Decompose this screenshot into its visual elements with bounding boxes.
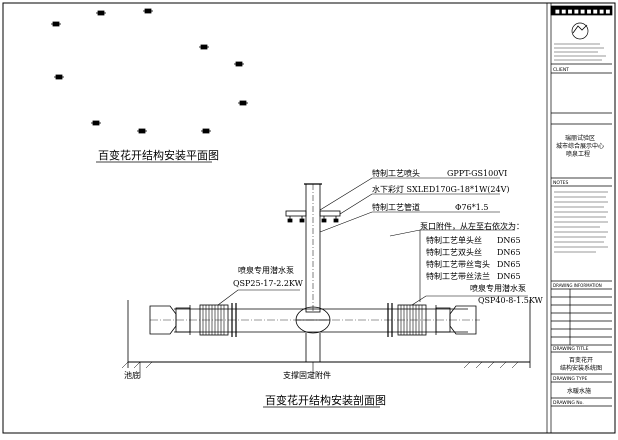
right-pump-model: QSP40-8-1.5KW [478,296,544,305]
fitting-name: 特制工艺带丝法兰 [426,271,490,281]
support-label: 支撑固定附件 [283,370,331,380]
notes-label: NOTES [553,180,569,186]
leader-lines [139,177,528,378]
fitting-size: DN65 [497,260,521,269]
pool-bottom-label: 池底 [124,370,140,380]
nozzle-symbol [143,8,153,14]
drawing-type-value: 水暖水施 [567,387,591,395]
fitting-name: 特制工艺单头丝 [426,235,482,245]
nozzle-symbol [201,128,211,134]
title-block [546,3,613,433]
fitting-size: DN65 [497,272,521,281]
drawing-title-label: DRAWING TITLE [553,346,589,352]
fitting-size: DN65 [497,248,521,257]
nozzle-symbol [54,74,64,80]
pipe-callout: 特制工艺管道 [372,202,420,212]
nozzle-symbol [238,100,248,106]
light-callout: 水下彩灯 SXLED170G-18*1W(24V) [372,184,510,194]
title-block-banner: ■ ■ ■ ■ ■ ■ ■ ■ ■ [555,9,611,15]
pool-bottom-hatch [121,361,519,369]
left-pump-name: 喷泉专用潜水泵 [238,265,294,275]
company-logo-icon [571,22,589,40]
project-name-line: 瑞丽试验区 [565,134,595,142]
section-title: 百变花开结构安装剖面图 [265,393,386,407]
nozzle-symbol [96,10,106,16]
section-view [121,183,531,369]
right-pump-name: 喷泉专用潜水泵 [470,283,526,293]
callouts: 特制工艺喷头 GPPT-GS100VI 水下彩灯 SXLED170G-18*1W… [124,168,544,380]
nozzle-symbol [137,128,147,134]
nozzle-symbol [91,120,101,126]
drawing-no-label: DRAWING No. [553,400,584,406]
pipe-size: Φ76*1.5 [455,203,488,212]
plan-view [51,8,248,134]
fitting-name: 特制工艺带丝弯头 [426,259,490,269]
drawing-type-label: DRAWING TYPE [553,376,588,382]
left-pump [149,303,237,337]
left-pump-model: QSP25-17-2.2KW [233,279,304,288]
fittings-title: 泵口附件，从左至右依次为： [420,221,524,231]
fitting-name: 特制工艺双头丝 [426,247,482,257]
left-light [285,210,307,223]
nozzle-symbol [199,44,209,50]
drawing-title-line: 结构安装系统图 [560,364,602,372]
fitting-size: DN65 [497,236,521,245]
nozzle-symbol [234,61,244,67]
right-light [319,210,341,223]
client-label: CLIENT [553,67,569,73]
nozzle-model: GPPT-GS100VI [447,169,507,178]
drawing-info-label: DRAWING INFORMATION [553,283,602,288]
sheet-border [2,2,616,434]
plan-title: 百变花开结构安装平面图 [98,148,219,162]
project-name-line: 喷泉工程 [566,150,590,158]
project-name-line: 城市综合展示中心 [556,142,604,150]
nozzle-symbol [51,21,61,27]
drawing-title-line: 百变花开 [569,356,593,364]
nozzle-callout: 特制工艺喷头 [372,168,420,178]
